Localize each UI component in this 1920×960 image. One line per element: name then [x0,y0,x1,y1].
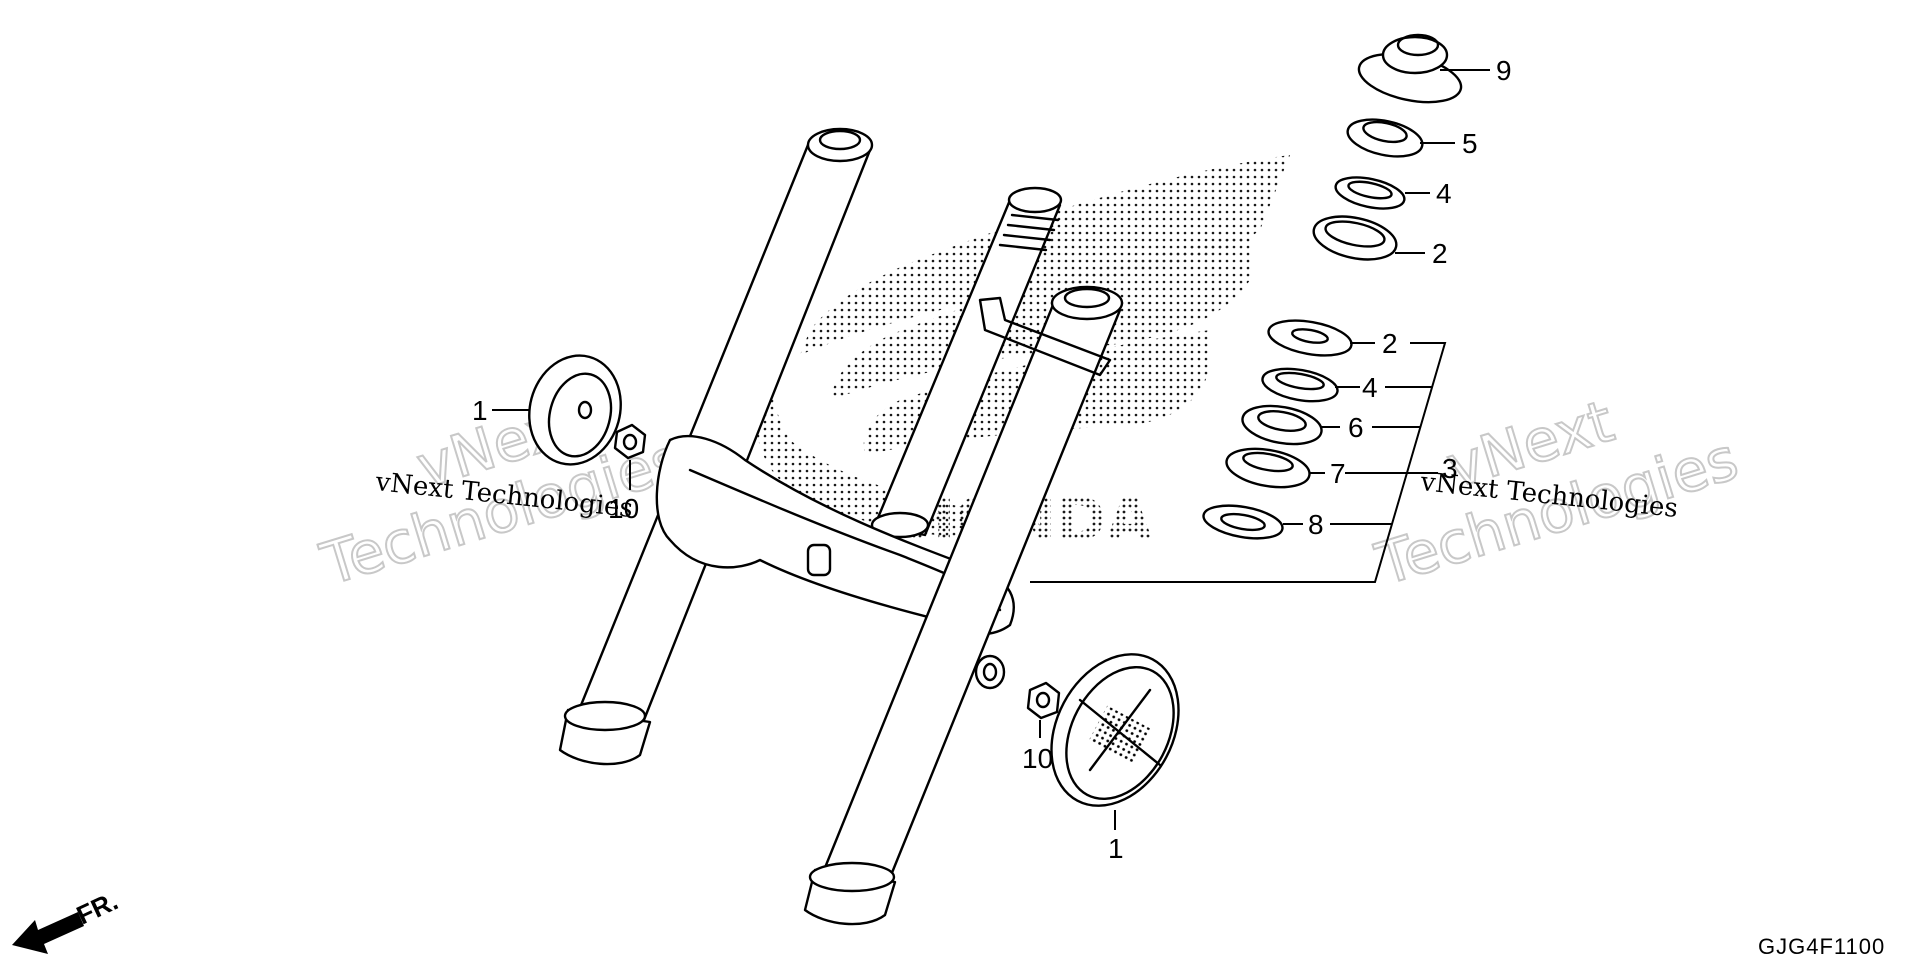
nut-bottom [1026,681,1061,720]
callout-7: 7 [1330,458,1346,489]
front-direction-indicator: FR. [12,886,123,954]
callout-1-bottom: 1 [1108,833,1124,864]
top-ball-race [1312,215,1398,261]
callout-6: 6 [1348,412,1364,443]
callout-8: 8 [1308,509,1324,540]
callout-2-top: 2 [1432,238,1448,269]
lower-cone-race [1241,404,1323,446]
callout-labels: 1 10 10 1 9 5 4 2 2 4 6 7 8 3 [472,55,1512,864]
top-nut-assembly [1357,33,1463,104]
dust-seal [1225,447,1311,489]
front-arrow-icon [12,912,84,954]
lower-bearing-balls [1261,367,1339,403]
emblem-cover-bottom [1050,653,1180,807]
diagram-code: GJG4F1100 [1758,934,1885,959]
callout-5: 5 [1462,128,1478,159]
callout-10-left: 10 [608,493,639,524]
right-fork-tube [803,285,1124,926]
callout-2-lower: 2 [1382,328,1398,359]
callout-1-left: 1 [472,395,488,426]
steering-stem [870,186,1063,539]
callout-10-bottom: 10 [1022,743,1053,774]
nut-left [613,423,647,460]
lower-ball-race [1267,319,1353,357]
callout-9: 9 [1496,55,1512,86]
leader-lines [492,69,1490,830]
dust-washer [1202,504,1284,540]
fork-cap-left [528,354,622,466]
top-bearing-balls [1334,176,1406,210]
callout-3: 3 [1442,453,1458,484]
tube-spacer [974,654,1006,690]
top-cone-race [1346,118,1424,158]
callout-4-top: 4 [1436,178,1452,209]
callout-4-lower: 4 [1362,372,1378,403]
left-fork-tube [558,127,874,766]
wire-clip [978,296,1112,377]
